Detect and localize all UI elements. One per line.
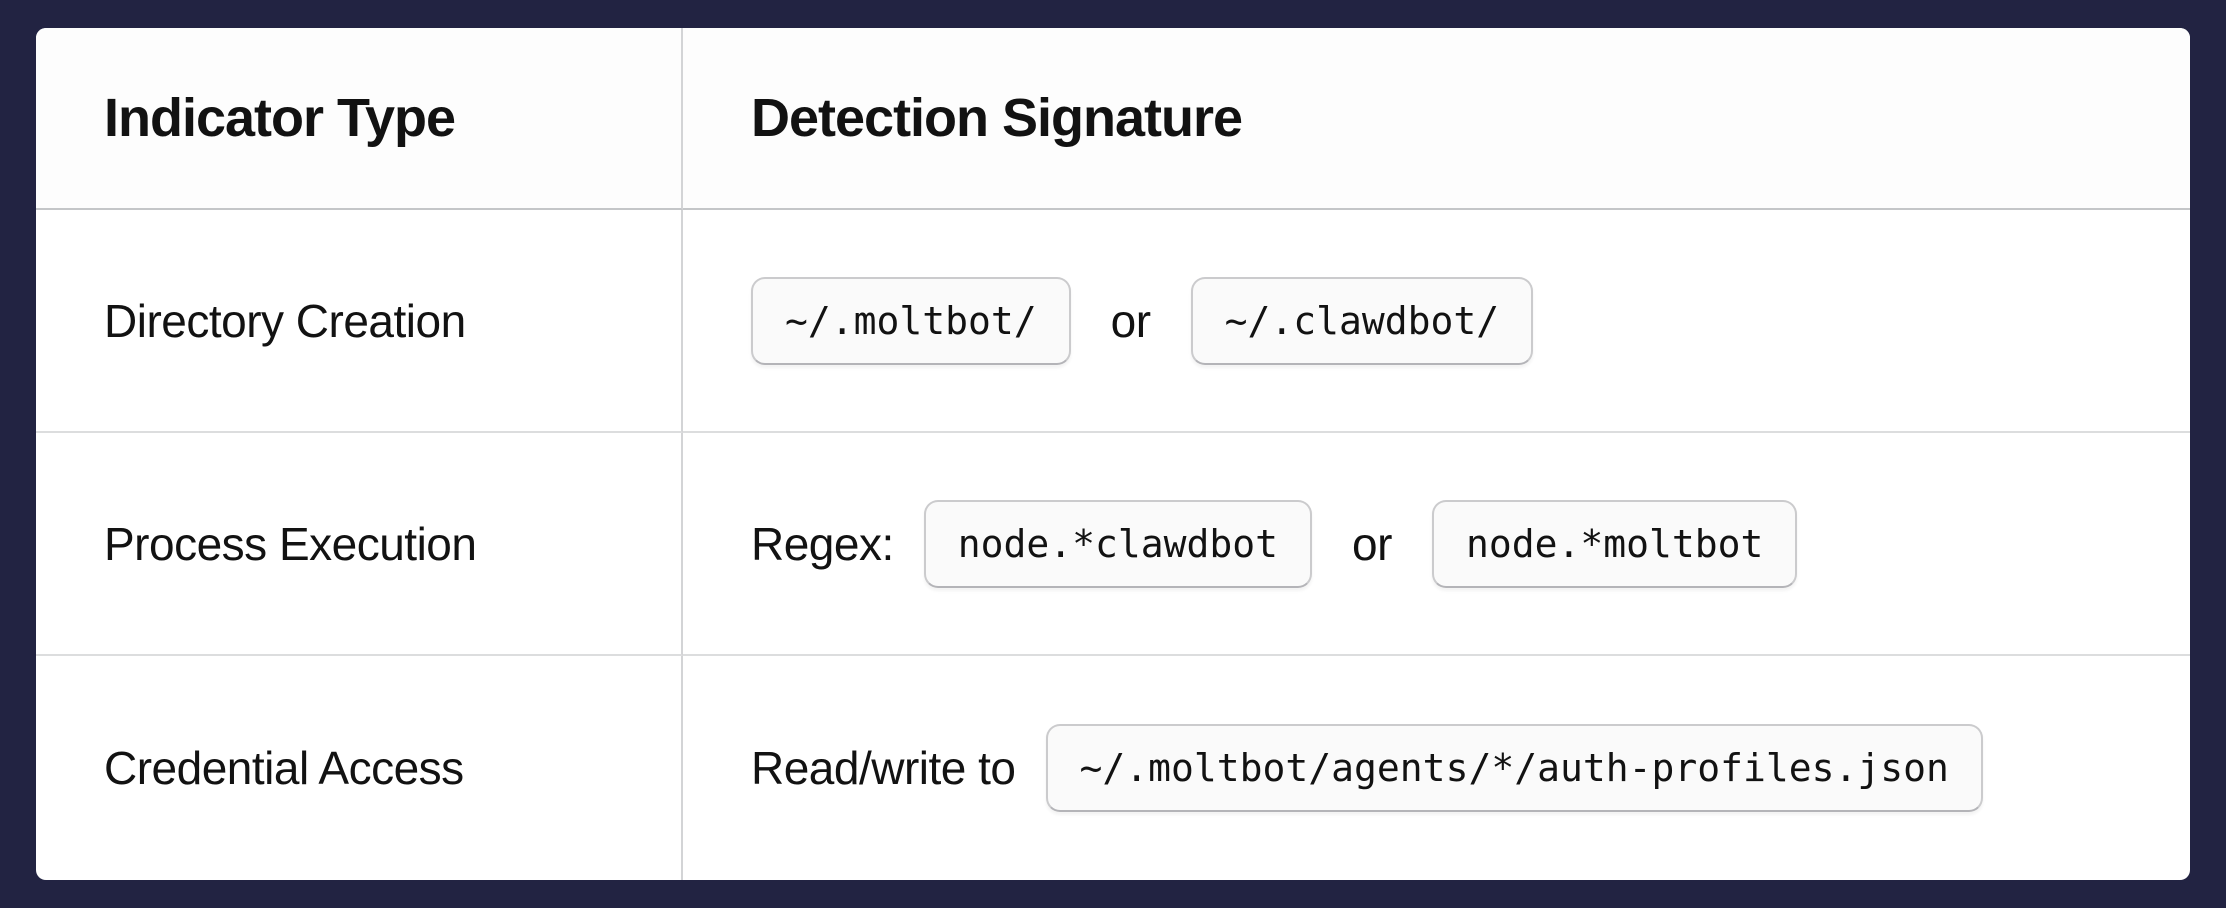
column-header-detection-signature: Detection Signature xyxy=(683,28,2190,210)
or-separator: or xyxy=(1352,517,1392,570)
code-chip: ~/.moltbot/agents/*/auth-profiles.json xyxy=(1045,724,1983,812)
indicator-type-cell: Directory Creation xyxy=(36,210,683,433)
code-chip: ~/.clawdbot/ xyxy=(1190,276,1534,365)
detection-signature-cell: ~/.moltbot/or ~/.clawdbot/ xyxy=(683,210,2190,433)
code-chip: node.*clawdbot xyxy=(923,499,1313,588)
indicator-type-cell: Process Execution xyxy=(36,433,683,656)
signature-label: Read/write to xyxy=(751,742,1016,794)
indicator-type-label: Credential Access xyxy=(104,742,464,794)
code-chip: node.*moltbot xyxy=(1431,499,1798,588)
code-chip: ~/.moltbot/ xyxy=(751,276,1071,365)
or-separator: or xyxy=(1110,294,1151,347)
column-header-indicator-type: Indicator Type xyxy=(36,28,683,210)
detection-signature-cell: Read/write to ~/.moltbot/agents/*/auth-pr… xyxy=(683,656,2190,880)
ioc-table: Indicator Type Detection Signature Direc… xyxy=(36,28,2190,880)
indicator-type-label: Directory Creation xyxy=(104,294,466,347)
detection-signature-cell: Regex: node.*clawdbot or node.*moltbot xyxy=(683,433,2190,656)
indicator-type-cell: Credential Access xyxy=(36,656,683,880)
indicator-type-label: Process Execution xyxy=(104,517,477,570)
signature-label: Regex: xyxy=(751,517,894,570)
